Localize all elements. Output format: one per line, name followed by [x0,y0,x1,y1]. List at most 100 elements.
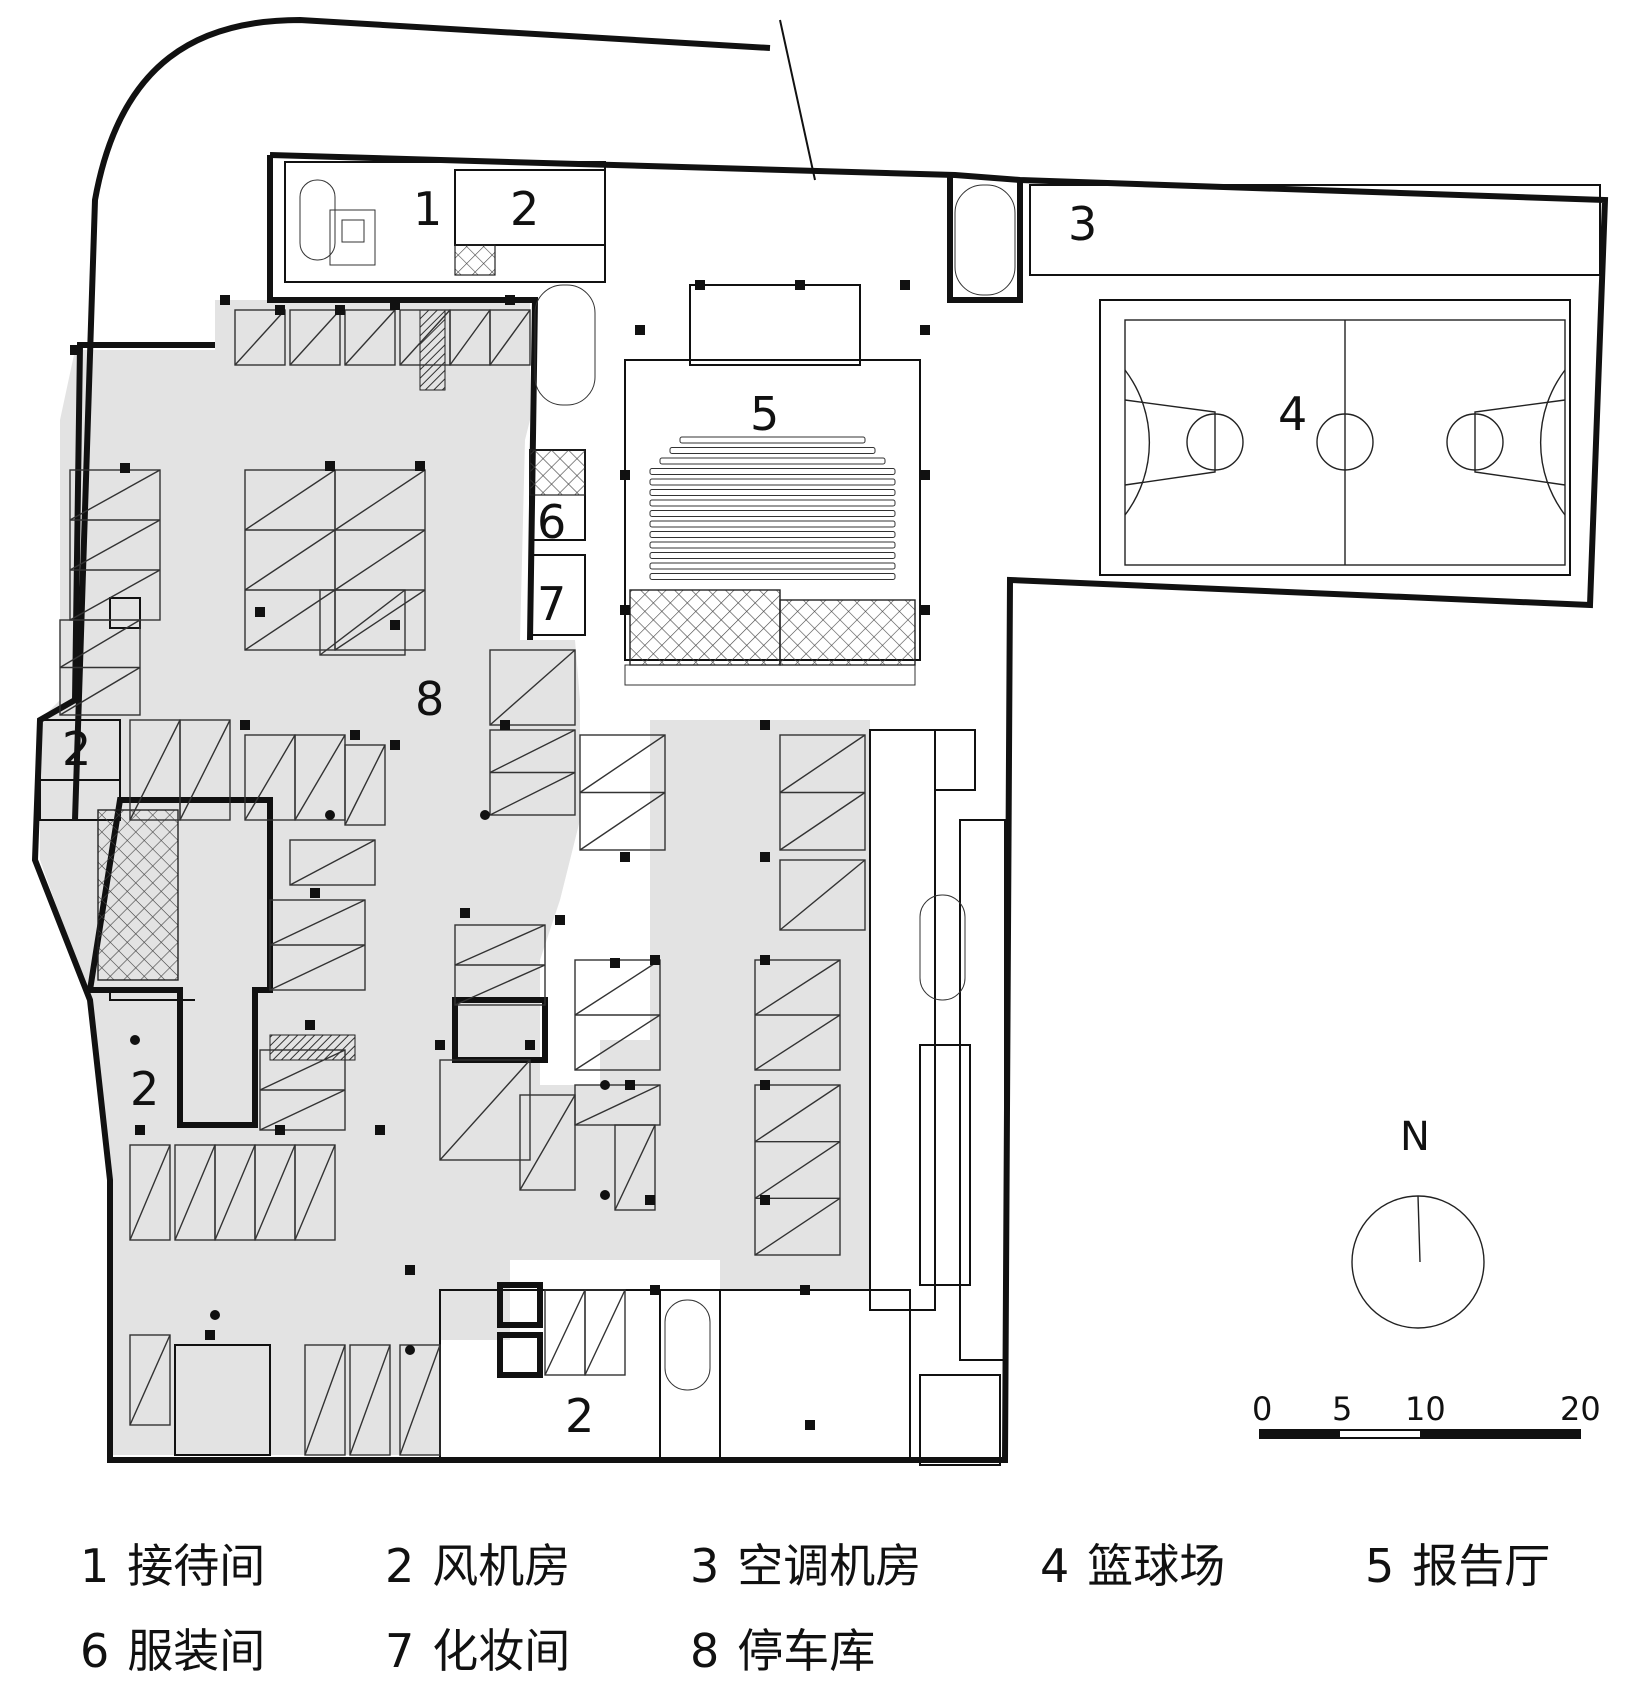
stall-diagonal [69,519,161,571]
parking-stall [294,1144,336,1241]
stall-diagonal [579,791,666,851]
stall-diagonal [269,944,366,991]
stall-diagonal [754,959,841,1016]
column [255,607,265,617]
stall-diagonal [454,924,546,966]
stall-diagonal [574,1014,661,1071]
seat-row [649,573,896,580]
seat-row [649,562,896,570]
room-label-3: 3 [1068,197,1097,251]
room-label-2-north: 2 [510,182,539,236]
round-column [210,1310,220,1320]
stall-diagonal [334,469,426,531]
stage-area [624,589,916,686]
column [620,605,630,615]
column [305,1020,315,1030]
seat-row [649,531,896,538]
parking-stall [319,589,406,656]
scale-tick-20: 20 [1560,1390,1601,1428]
parking-stall [349,1344,391,1456]
stall-diagonal [69,569,161,621]
structural-columns [70,280,930,1430]
stall-diagonal [574,1084,661,1126]
parking-stall [584,1289,626,1376]
round-column [130,1035,140,1045]
column [760,1080,770,1090]
room-label-5: 5 [750,387,779,441]
stall-diagonal [544,1289,586,1376]
seat-row [669,447,876,454]
column [920,605,930,615]
round-column [325,810,335,820]
column [610,958,620,968]
column [120,463,130,473]
stall-diagonal [449,309,491,366]
parking-stall [519,1094,576,1191]
column [645,1195,655,1205]
column [405,1265,415,1275]
parking-stall [129,1144,171,1241]
seat-row [649,520,896,528]
parking-stall [344,744,386,826]
stall-diagonal [129,1144,171,1241]
seat-row [679,436,866,444]
parking-stall [334,469,426,651]
stall-diagonal [754,1197,841,1256]
stall-diagonal [489,309,531,366]
stall-diagonal [244,734,296,821]
stall-diagonal [69,469,161,521]
stall-diagonal [779,859,866,931]
column [635,325,645,335]
round-column [600,1190,610,1200]
column [415,461,425,471]
parking-stall [779,859,866,931]
parking-stall [399,1344,441,1456]
stall-diagonal [304,1344,346,1456]
stall-diagonal [754,1014,841,1071]
column [900,280,910,290]
room-labels: 1 2 2 2 2 3 4 5 6 7 8 [62,182,1307,1443]
stall-diagonal [289,839,376,886]
column [220,295,230,305]
room-label-4: 4 [1278,387,1307,441]
parking-stall [304,1344,346,1456]
seat-row [649,499,896,507]
room-label-1: 1 [413,182,442,236]
seat-row [649,489,896,496]
column [795,280,805,290]
stall-diagonal [334,589,426,651]
column [920,325,930,335]
stall-diagonal [454,964,546,1006]
stall-diagonal [259,1049,346,1091]
column [70,345,80,355]
column [275,1125,285,1135]
column [650,955,660,965]
column [525,1040,535,1050]
stall-diagonal [614,1124,656,1211]
north-compass: N [1351,1114,1485,1329]
stall-diagonal [779,791,866,851]
parking-stall [614,1124,656,1211]
stall-diagonal [294,1144,336,1241]
room-label-2-west: 2 [62,722,91,776]
parking-stall [179,719,231,821]
column [800,1285,810,1295]
column [505,295,515,305]
room-label-2-southwest: 2 [130,1062,159,1116]
column [805,1420,815,1430]
stall-diagonal [334,529,426,591]
column [760,1195,770,1205]
column [695,280,705,290]
parking-stall [289,309,341,366]
stall-diagonal [59,666,141,716]
parking-stall [489,309,531,366]
